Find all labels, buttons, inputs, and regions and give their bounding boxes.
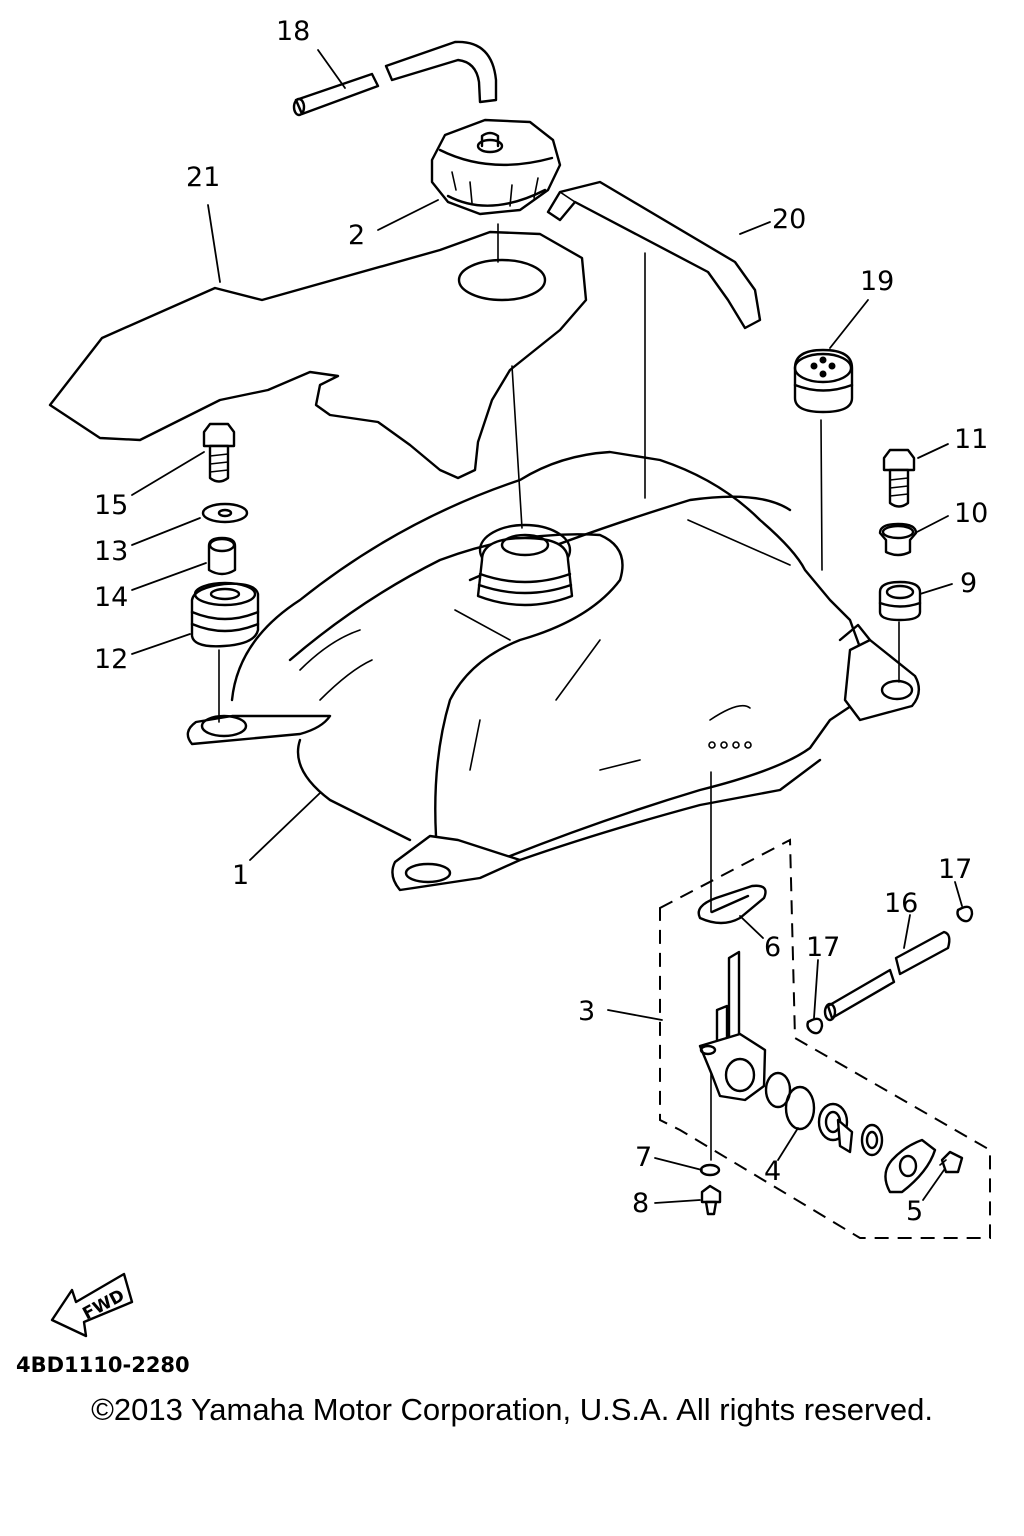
drain-screw-8 — [700, 1184, 722, 1216]
bolt-11 — [882, 448, 916, 508]
cock-plate — [884, 1138, 937, 1194]
forward-arrow-icon: FWD — [50, 1272, 134, 1338]
damper-9 — [878, 580, 922, 622]
callout-12: 12 — [94, 644, 128, 675]
callout-17-lower: 17 — [806, 932, 840, 963]
callout-11: 11 — [954, 424, 988, 455]
callout-2: 2 — [348, 220, 365, 251]
collar-14 — [207, 536, 237, 576]
fwd-label: FWD — [79, 1286, 128, 1325]
vent-hose — [292, 40, 498, 117]
callout-4: 4 — [764, 1156, 781, 1187]
copyright-notice: ©2013 Yamaha Motor Corporation, U.S.A. A… — [91, 1392, 933, 1427]
fuel-tank — [186, 450, 920, 892]
callout-20: 20 — [772, 204, 806, 235]
cock-lever — [817, 1102, 854, 1154]
callout-8: 8 — [632, 1188, 649, 1219]
washer-13 — [201, 502, 249, 524]
callout-10: 10 — [954, 498, 988, 529]
callout-17-upper: 17 — [938, 854, 972, 885]
damper-12 — [190, 581, 260, 648]
clip-17-upper — [956, 905, 974, 923]
screw-5 — [939, 1150, 964, 1174]
callout-16: 16 — [884, 888, 918, 919]
tank-cover-sheet — [48, 230, 588, 480]
callout-15: 15 — [94, 490, 128, 521]
fuel-cock-assembly-frame — [659, 838, 991, 1239]
collar-10 — [878, 522, 918, 557]
callout-14: 14 — [94, 582, 128, 613]
tank-protector-strip — [546, 180, 762, 330]
tank-damper-19 — [793, 348, 854, 414]
clip-17-lower — [806, 1017, 824, 1035]
cover-sheet-cap-hole — [457, 258, 547, 302]
washer-7 — [699, 1163, 721, 1177]
gasket-6 — [697, 884, 767, 925]
callout-19: 19 — [860, 266, 894, 297]
callout-6: 6 — [764, 932, 781, 963]
diagram-code: 4BD1110-2280 — [16, 1353, 190, 1377]
callout-7: 7 — [635, 1142, 652, 1173]
callout-13: 13 — [94, 536, 128, 567]
callout-9: 9 — [960, 568, 977, 599]
fuel-cock-body — [698, 950, 767, 1102]
bolt-15 — [202, 422, 236, 483]
o-ring-4 — [764, 1071, 816, 1131]
callout-1: 1 — [232, 860, 249, 891]
callout-3: 3 — [578, 996, 595, 1027]
callout-21: 21 — [186, 162, 220, 193]
callout-5: 5 — [906, 1196, 923, 1227]
fuel-cap — [430, 118, 562, 216]
lever-gasket — [860, 1123, 884, 1157]
fuel-hose — [823, 930, 951, 1022]
callout-18: 18 — [276, 16, 310, 47]
